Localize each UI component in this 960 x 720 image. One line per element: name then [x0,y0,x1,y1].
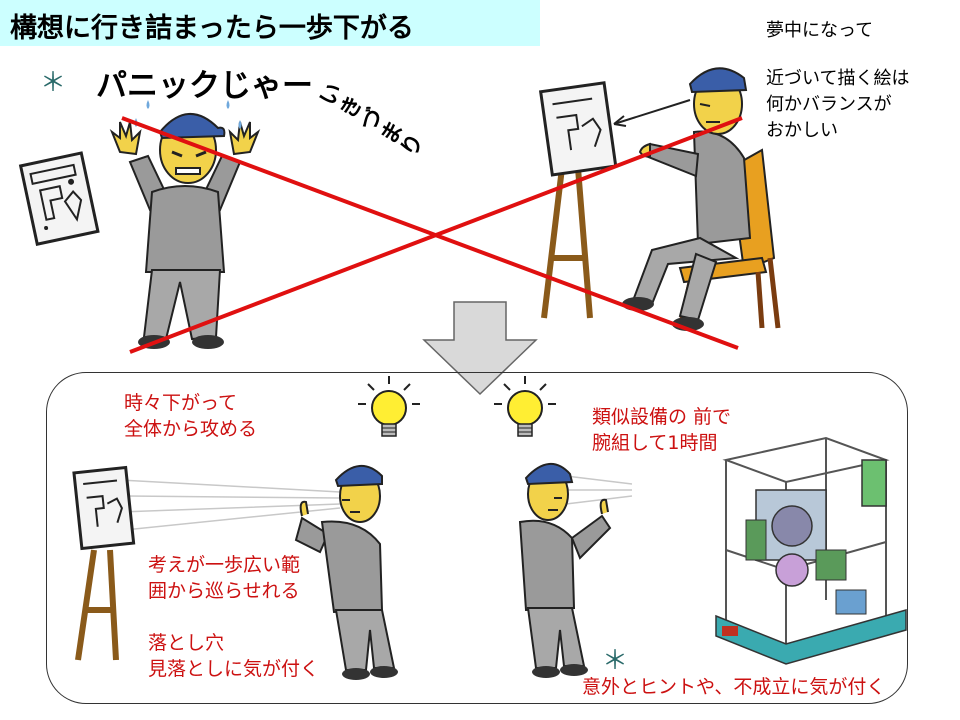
bottom-panel [46,372,908,704]
drawing-board-icon [18,151,100,246]
light-bulb-icon [494,376,556,437]
note-line: 全体から攻める [124,418,258,440]
light-bulb-icon [358,376,420,437]
note-line: 見落としに気が付く [148,658,320,680]
machine-equipment-illustration [715,436,907,665]
panic-label: パニックじゃー [96,68,313,104]
down-arrow-icon [422,301,538,396]
note-line: 夢中になって [766,20,874,41]
note-line: 何かバランスが [766,94,892,115]
note-line: 時々下がって [124,392,238,414]
asterisk-bullet: ＊ [40,68,67,98]
note-line: 腕組して1時間 [592,432,718,454]
insight-note: 意外とヒントや、不成立に気が付く [582,676,886,698]
note-line: 近づいて描く絵は [766,68,910,89]
step-back-note: 時々下がって 全体から攻める [124,390,257,442]
arms-folded-person-illustration [518,463,633,678]
asterisk-bullet: ＊ [602,646,629,676]
panic-person-illustration [109,100,261,349]
note-line: おかしい [766,120,838,141]
title-bar [0,0,540,46]
wider-view-note: 考えが一歩広い範 囲から巡らせれる [148,552,300,604]
note-line: 囲から巡らせれる [148,580,300,602]
page-title: 構想に行き詰まったら一歩下がる [10,13,414,44]
equipment-note: 類似設備の 前で 腕組して1時間 [592,404,731,456]
stepped-back-person-illustration [72,465,398,680]
pitfall-note: 落とし穴 見落としに気が付く [148,630,319,682]
absorbed-note: 夢中になって 近づいて描く絵は 何かバランスが おかしい [766,18,909,144]
note-line: 落とし穴 [148,632,225,654]
note-line: 考えが一歩広い範 [148,554,301,576]
note-line: 類似設備の 前で [592,406,732,428]
